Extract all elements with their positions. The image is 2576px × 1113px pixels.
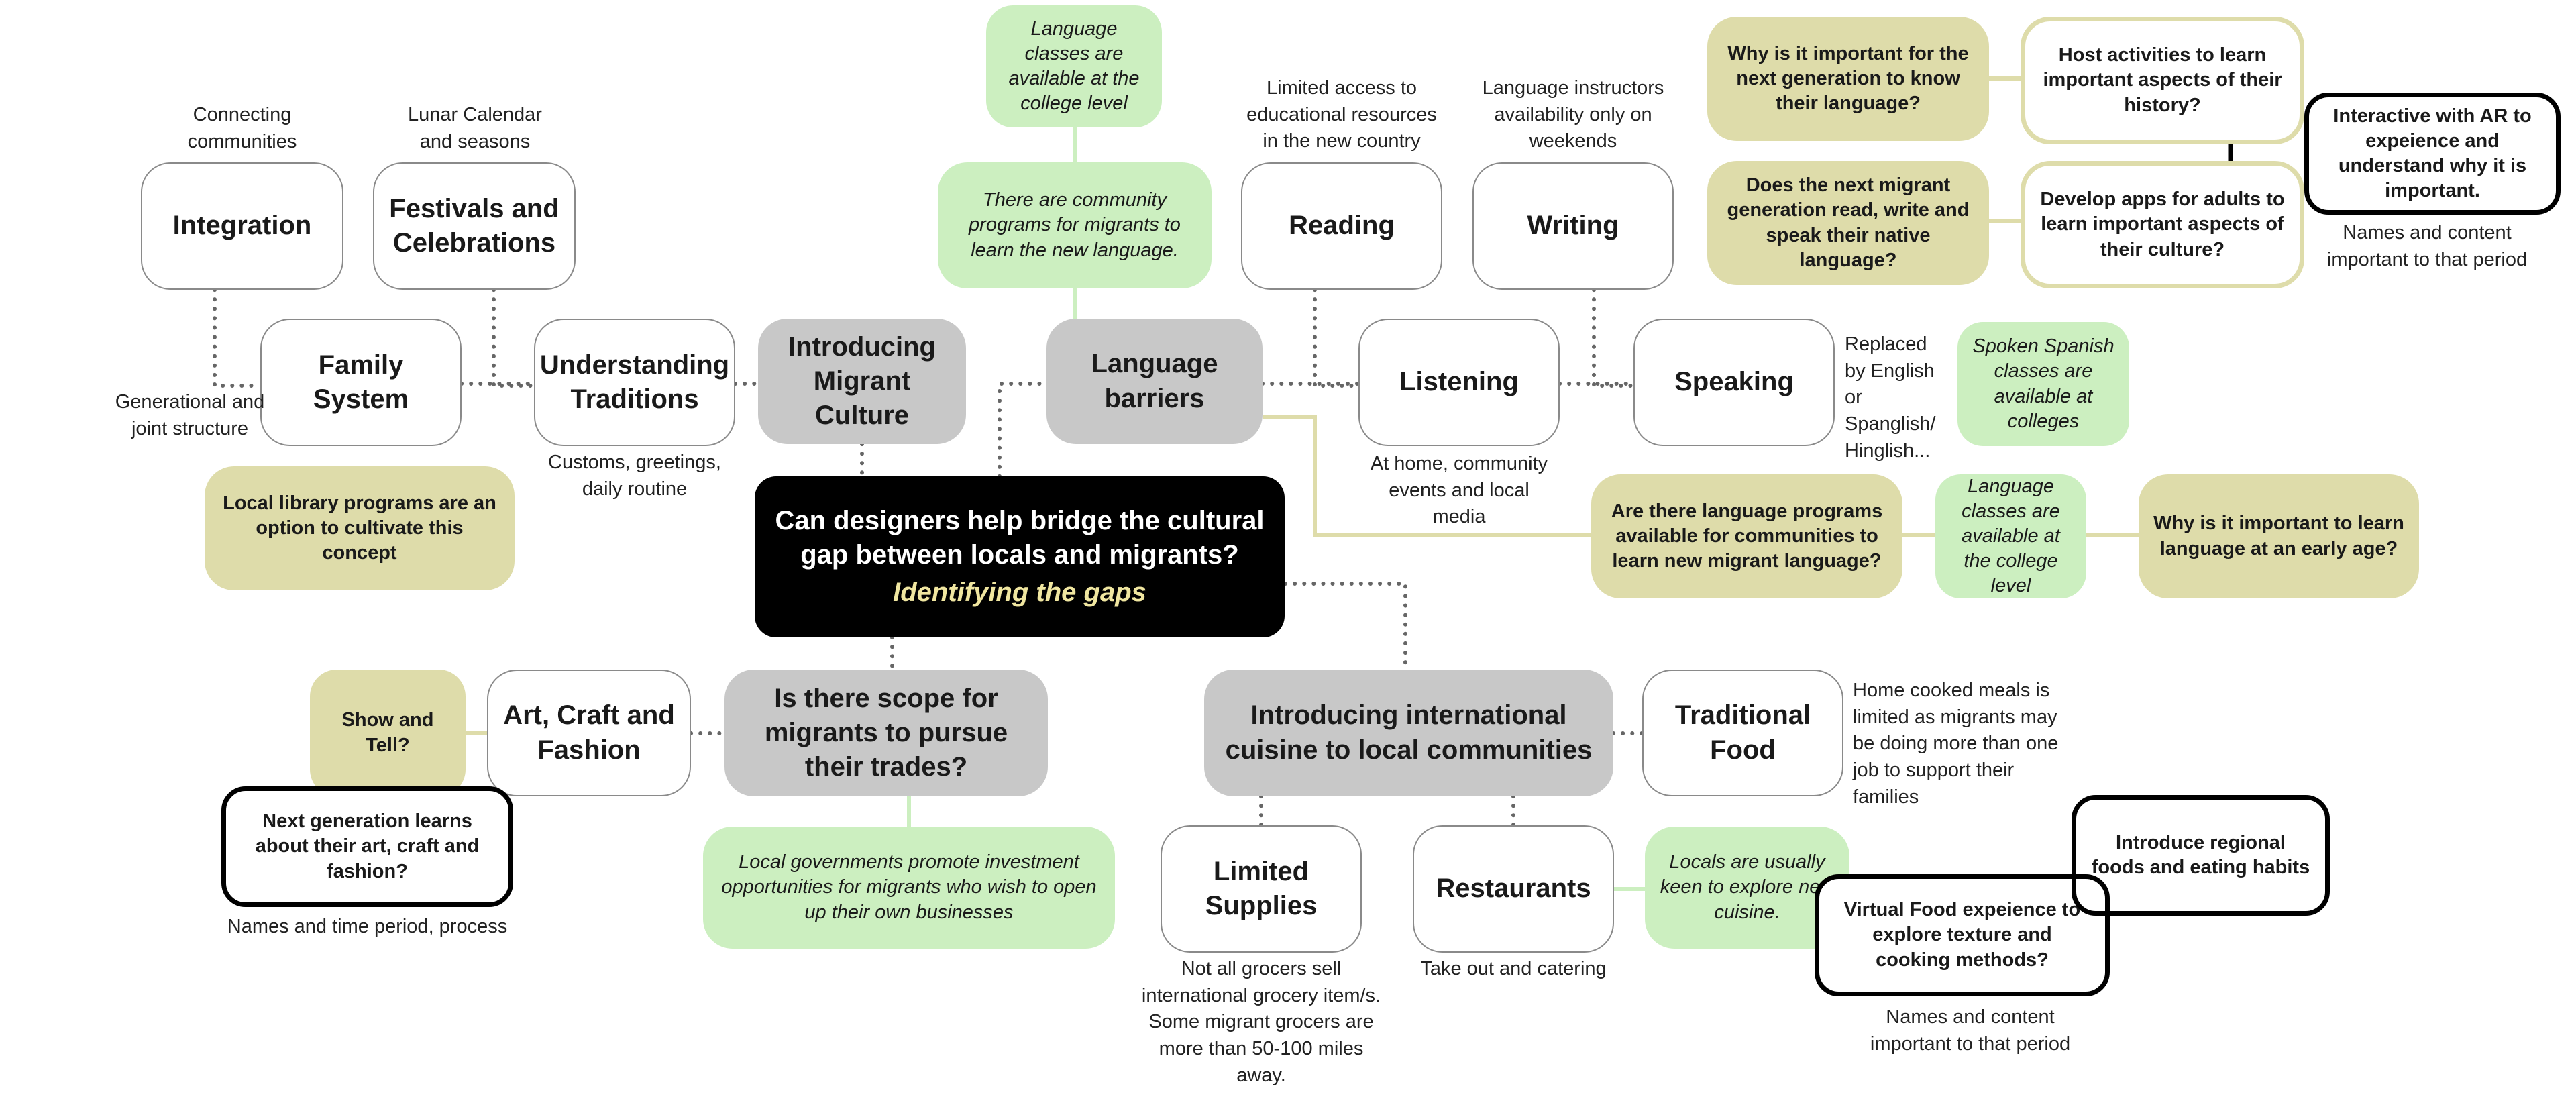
language-programs-text: Are there language programs available fo… [1611,500,1883,572]
writing-node: Writing [1472,162,1674,290]
spoken-spanish-text: Spoken Spanish classes are available at … [1972,335,2114,432]
reading-node: Reading [1241,162,1442,290]
local-governments-finding: Local governments promote investment opp… [703,827,1115,949]
integration-label: Integration [172,211,312,241]
community-programs-finding: There are community programs for migrant… [938,162,1212,288]
connector-central-cuisine [1283,582,1407,672]
limited-supplies-node: Limited Supplies [1161,825,1362,953]
introduce-regional-foods-idea: Introduce regional foods and eating habi… [2072,795,2330,916]
connector-integration-family [213,288,262,388]
scope-trades-node: Is there scope for migrants to pursue th… [724,670,1048,796]
develop-apps-text: Develop apps for adults to learn importa… [2040,189,2285,260]
spoken-spanish-finding: Spoken Spanish classes are available at … [1957,322,2129,446]
college-classes-finding-top: Language classes are available at the co… [986,5,1162,127]
library-programs-idea: Local library programs are an option to … [205,466,515,590]
introducing-migrant-culture-node: Introducing Migrant Culture [758,319,966,444]
introduce-regional-foods-text: Introduce regional foods and eating habi… [2091,831,2310,878]
names-time-period-note: Names and time period, process [227,916,508,937]
instructors-note: Language instructors availability only o… [1482,77,1664,152]
international-cuisine-node: Introducing international cuisine to loc… [1204,670,1613,796]
speaking-node: Speaking [1633,319,1835,446]
language-barriers-label: Language barriers [1091,349,1218,413]
connector-reading-listening [1313,288,1360,388]
next-gen-art-text: Next generation learns about their art, … [255,810,480,882]
integration-node: Integration [141,162,343,290]
introducing-migrant-culture-label: Introducing Migrant Culture [788,331,936,431]
central-question-text: Can designers help bridge the cultural g… [775,506,1265,570]
replaced-by-note: Replaced by English or Spanglish/ Hingli… [1845,333,1936,462]
restaurants-node: Restaurants [1413,825,1614,953]
take-out-note: Take out and catering [1420,958,1607,979]
why-early-age-text: Why is it important to learn language at… [2153,513,2404,560]
limited-access-note: Limited access to educational resources … [1246,77,1437,152]
names-content-note-top: Names and content important to that peri… [2326,222,2528,270]
local-governments-text: Local governments promote investment opp… [721,851,1097,923]
traditional-food-label: Traditional Food [1674,700,1811,765]
show-and-tell-node: Show and Tell? [310,670,466,796]
writing-label: Writing [1527,211,1619,241]
why-early-age-idea: Why is it important to learn language at… [2139,474,2419,598]
customs-note: Customs, greetings, daily routine [548,452,721,500]
understanding-traditions-label: Understanding Traditions [539,350,730,414]
generational-note: Generational and joint structure [115,391,265,439]
connecting-communities-note: Connecting communities [187,104,297,152]
college-classes-text-right: Language classes are available at the co… [1962,475,2060,597]
scope-trades-label: Is there scope for migrants to pursue th… [764,683,1008,782]
festivals-node: Festivals and Celebrations [373,162,576,290]
listening-node: Listening [1358,319,1560,446]
connector-festivals-traditions [492,288,536,388]
college-classes-finding-right: Language classes are available at the co… [1935,474,2086,598]
develop-apps-idea: Develop apps for adults to learn importa… [2021,161,2304,288]
host-activities-idea: Host activities to learn important aspec… [2021,17,2304,144]
central-question-node: Can designers help bridge the cultural g… [755,476,1285,637]
traditional-food-node: Traditional Food [1642,670,1843,796]
art-craft-fashion-node: Art, Craft and Fashion [487,670,691,796]
not-all-grocers-note: Not all grocers sell international groce… [1141,958,1381,1086]
virtual-food-text: Virtual Food expeience to explore textur… [1843,899,2081,971]
connector-central-language [998,382,1049,478]
library-programs-text: Local library programs are an option to … [223,492,496,564]
why-next-gen-language-text: Why is it important for the next generat… [1727,42,1969,115]
college-classes-text-top: Language classes are available at the co… [1008,17,1140,115]
connector-writing-speaking [1592,288,1635,388]
virtual-food-idea: Virtual Food expeience to explore textur… [1815,874,2110,996]
why-next-gen-language-idea: Why is it important for the next generat… [1707,17,1989,141]
next-gen-read-write-text: Does the next migrant generation read, w… [1727,174,1970,271]
family-system-label: Family System [313,350,409,414]
interactive-ar-text: Interactive with AR to expeience and und… [2333,105,2532,202]
family-system-node: Family System [260,319,462,446]
community-programs-text: There are community programs for migrant… [969,189,1181,261]
central-subtitle-text: Identifying the gaps [893,577,1146,607]
reading-label: Reading [1289,211,1395,241]
international-cuisine-label: Introducing international cuisine to loc… [1225,700,1593,765]
show-and-tell-label: Show and Tell? [341,709,434,756]
limited-supplies-label: Limited Supplies [1205,856,1318,920]
language-programs-idea: Are there language programs available fo… [1591,474,1902,598]
home-cooked-note: Home cooked meals is limited as migrants… [1853,680,2059,808]
restaurants-label: Restaurants [1436,873,1591,904]
festivals-label: Festivals and Celebrations [389,193,559,258]
interactive-ar-idea: Interactive with AR to expeience and und… [2304,93,2561,215]
locals-keen-text: Locals are usually keen to explore new c… [1660,851,1835,923]
at-home-note: At home, community events and local medi… [1370,453,1548,528]
next-gen-art-idea: Next generation learns about their art, … [221,786,513,907]
lunar-calendar-note: Lunar Calendar and seasons [408,104,542,152]
speaking-label: Speaking [1674,367,1794,397]
language-barriers-node: Language barriers [1046,319,1263,444]
names-content-note-bottom: Names and content important to that peri… [1870,1006,2071,1055]
art-craft-fashion-label: Art, Craft and Fashion [503,700,675,765]
understanding-traditions-node: Understanding Traditions [534,319,735,446]
listening-label: Listening [1399,367,1519,397]
next-gen-read-write-idea: Does the next migrant generation read, w… [1707,161,1989,285]
host-activities-text: Host activities to learn important aspec… [2043,44,2282,116]
